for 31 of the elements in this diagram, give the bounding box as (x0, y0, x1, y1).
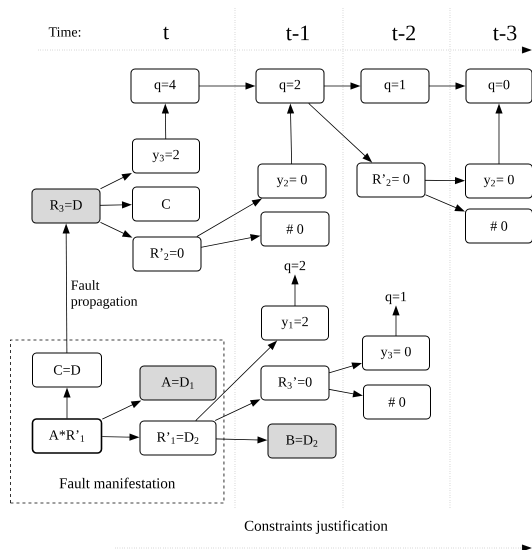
edge-label: Fault propagation (70, 279, 142, 310)
time-label: t (163, 26, 169, 40)
state-box: q=0 (466, 68, 532, 104)
state-box: y$_{1}$=2 (261, 306, 329, 340)
time-label: t-2 (392, 26, 415, 40)
state-box: # 0 (260, 212, 330, 246)
axis-label: Time: (48, 27, 80, 37)
state-box: q=2 (256, 68, 324, 104)
value-text: q=1 (386, 292, 406, 304)
state-box: R’$_{2}$= 0 (356, 162, 426, 198)
state-box: q=4 (130, 68, 200, 104)
state-box: A*R’$_{1}$ (32, 418, 102, 454)
state-box: R$_{3}$=D (32, 188, 100, 224)
state-box: y$_{3}$=2 (132, 138, 200, 174)
state-box: y$_{2}$= 0 (465, 164, 532, 198)
state-box: y$_{3}$= 0 (362, 336, 430, 370)
state-box: q=1 (360, 68, 430, 104)
value-text: q=2 (284, 260, 306, 274)
state-box: y$_{2}$= 0 (258, 164, 326, 198)
state-box: B=D$_{2}$ (268, 424, 336, 458)
axis-label: Constraints justification (244, 520, 388, 534)
time-label: t-1 (286, 26, 309, 40)
state-box: # 0 (363, 384, 431, 420)
state-box: R$_{3}$’=0 (260, 366, 330, 400)
state-box: A=D$_{1}$ (140, 366, 216, 400)
state-box: C=D (32, 352, 102, 388)
state-box: R’$_{2}$=0 (132, 236, 202, 272)
state-box: # 0 (465, 208, 532, 244)
time-label: t-3 (493, 26, 516, 40)
state-box: R’$_{1}$=D$_{2}$ (140, 420, 216, 456)
state-box: C (132, 186, 200, 222)
